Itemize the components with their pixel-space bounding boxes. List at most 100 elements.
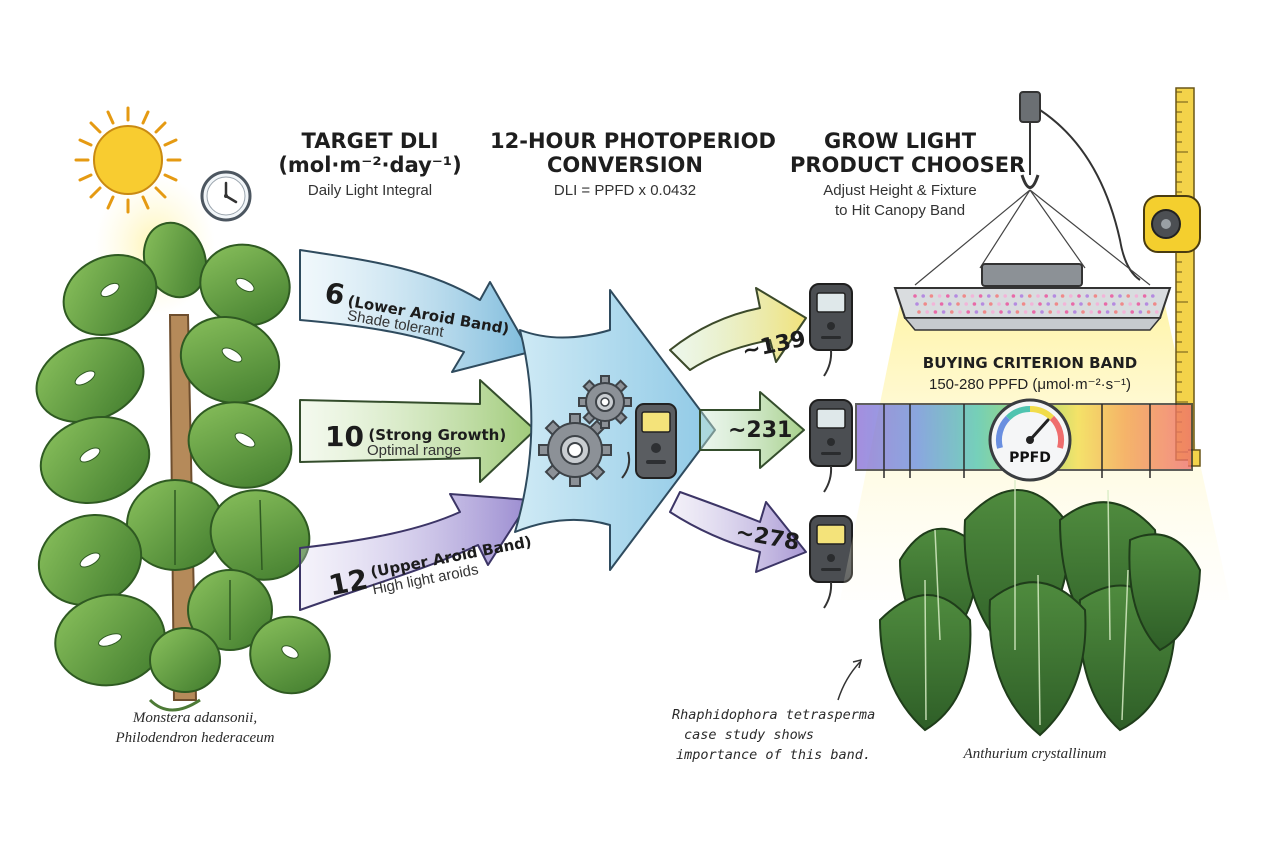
led-dot [1032,310,1036,314]
led-dot [1097,310,1102,314]
col1-title-line2: (mol·m⁻²·day⁻¹) [278,153,462,177]
col3-title-line1: GROW LIGHT [823,129,977,153]
led-dot [1122,310,1126,314]
led-dot [1064,310,1069,314]
led-dot [1130,310,1134,314]
led-dot [1126,294,1130,298]
note-arrowhead [852,658,863,669]
led-dot [1073,310,1077,314]
led-dot [1005,302,1009,306]
led-dot [941,310,946,314]
led-dot [937,294,942,298]
led-dot [987,294,991,298]
led-dot [1054,302,1059,306]
arrow-out-231 [699,391,805,469]
led-dot [1146,310,1151,314]
right-plant-caption: Anthurium crystallinum [963,746,1107,762]
led-dot [1019,294,1024,298]
led-dot [970,294,975,298]
sun-icon [74,106,182,214]
led-dot [1120,302,1124,306]
light-meter-3-icon [809,515,853,609]
dli-value: 6 [322,276,348,312]
led-dot [1015,310,1020,314]
led-dot [923,302,927,306]
led-dot [974,310,979,314]
light-meter-1-icon [809,283,853,377]
led-dot [950,310,954,314]
led-dot [991,310,995,314]
dli-band: (Strong Growth) [368,426,507,444]
col2-title-line2: CONVERSION [547,153,703,177]
left-plant-caption-line1: Monstera adansonii, [132,710,258,726]
note-line1: Rhaphidophora tetrasperma [672,707,876,723]
light-meter-2-icon [809,399,853,493]
dli-value: 10 [325,420,364,453]
gauge-label: PPFD [1009,450,1051,466]
dli-target-strong: 10 (Strong Growth) Optimal range [325,420,507,459]
led-dot [917,310,921,314]
led-dot [1030,302,1034,306]
led-dot [958,310,962,314]
led-dot [1062,302,1067,306]
led-dot [931,302,936,306]
led-dot [1044,294,1048,298]
led-dot [1153,302,1157,306]
led-dot [929,294,934,298]
gauge-icon [988,398,1072,482]
arrow-upper-band [299,493,531,611]
led-dot [1118,294,1122,298]
led-dot [1151,294,1155,298]
led-dot [1056,310,1061,314]
led-dot [1128,302,1132,306]
note-arrow [837,661,861,701]
led-dot [1071,302,1075,306]
led-dot [964,302,968,306]
led-dot [915,302,919,306]
led-dot [933,310,938,314]
led-dot [1081,310,1085,314]
led-dot [1038,302,1042,306]
led-dot [1142,294,1147,298]
led-dot [1069,294,1073,298]
led-dot [1077,294,1081,298]
col3-subtitle-line1: Adjust Height & Fixture [823,182,977,199]
criterion-range: 150-280 PPFD (μmol·m⁻²·s⁻¹) [928,376,1131,393]
col3-title-line2: PRODUCT CHOOSER [790,153,1026,177]
arrow-out-278 [669,491,807,573]
left-plant-caption-line2: Philodendron hederaceum [115,730,275,746]
led-dot [962,294,966,298]
led-dot [1079,302,1083,306]
led-dot [948,302,952,306]
led-dot [989,302,993,306]
led-dot [1093,294,1098,298]
led-dot [1105,310,1110,314]
led-dot [1028,294,1032,298]
led-dot [956,302,960,306]
led-array [913,294,1159,314]
led-dot [995,294,999,298]
led-dot [1003,294,1007,298]
led-dot [939,302,944,306]
led-dot [1007,310,1011,314]
gear-small-icon [578,375,632,429]
criterion-title: BUYING CRITERION BAND [922,354,1138,372]
led-dot [1021,302,1026,306]
led-dot [1048,310,1052,314]
col2-title-line1: 12-HOUR PHOTOPERIOD [490,129,776,153]
led-dot [1103,302,1108,306]
led-dot [1144,302,1149,306]
led-dot [954,294,958,298]
note-line2: case study shows [684,727,815,743]
led-dot [1060,294,1065,298]
led-dot [1011,294,1016,298]
col2-subtitle: DLI = PPFD x 0.0432 [553,182,697,199]
col3-subtitle-line2: to Hit Canopy Band [834,202,966,219]
led-dot [1089,310,1093,314]
led-dot [982,310,987,314]
led-dot [980,302,985,306]
led-dot [913,294,917,298]
led-dot [925,310,929,314]
